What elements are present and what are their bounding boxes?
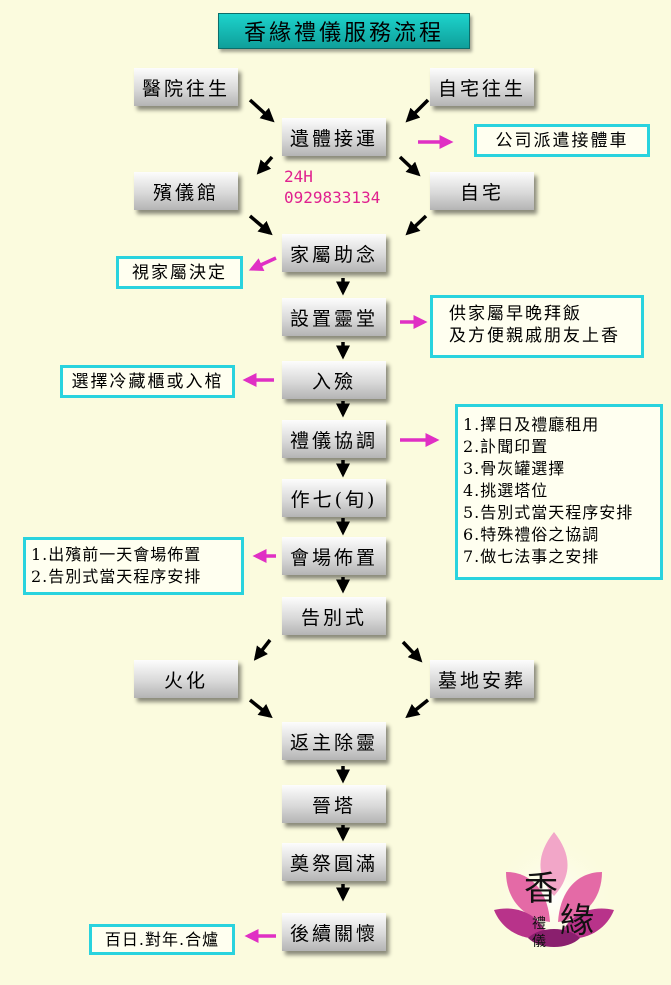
note-offering: 供家屬早晚拜飯 及方便親戚朋友上香 <box>430 295 644 358</box>
xiangyuan-lotus-logo: 香 緣 禮 儀 <box>490 832 618 962</box>
note-offering-line-1: 供家屬早晚拜飯 <box>449 304 582 324</box>
coordination-item: 5.告別式當天程序安排 <box>463 503 634 522</box>
arrow-family-to-decide <box>248 256 277 271</box>
node-coordination: 禮儀協調 <box>282 420 386 458</box>
hotline: 24H 0929833134 <box>284 166 380 208</box>
logo-char-li: 禮 <box>532 916 546 932</box>
logo-char-yuan: 緣 <box>560 901 594 941</box>
arrow-burial-to-return <box>405 698 430 719</box>
arrow-hospital-to-transport <box>248 98 275 123</box>
arrow-home-death-to-transport <box>405 98 430 123</box>
note-memorial: 百日.對年.合爐 <box>89 924 235 955</box>
node-funeral-home: 殯儀館 <box>134 172 238 210</box>
coordination-item: 4.挑選塔位 <box>463 481 549 500</box>
node-venue-setup: 會場佈置 <box>282 537 386 575</box>
node-cremation: 火化 <box>134 660 238 698</box>
arrow-farewell-to-cremation <box>253 638 272 661</box>
note-coordination-items: 1.擇日及禮廳租用 2.訃聞印置 3.骨灰罐選擇 4.挑選塔位 5.告別式當天程… <box>455 404 663 580</box>
node-return-spirit: 返主除靈 <box>282 722 386 760</box>
note-family-decide: 視家屬決定 <box>116 256 243 289</box>
hotline-phone: 0929833134 <box>284 188 381 207</box>
logo-char-xiang: 香 <box>524 869 558 909</box>
note-venue-items: 1.出殯前一天會場佈置 2.告別式當天程序安排 <box>23 537 244 595</box>
node-family-chant: 家屬助念 <box>282 234 386 272</box>
arrow-farewell-to-burial <box>401 640 423 663</box>
arrow-home-to-family <box>405 214 428 236</box>
coordination-item: 1.擇日及禮廳租用 <box>463 415 600 434</box>
hotline-label: 24H <box>284 167 313 186</box>
coordination-item: 2.訃聞印置 <box>463 437 549 456</box>
arrow-funeral-home-to-family <box>248 214 273 236</box>
node-home-death: 自宅往生 <box>430 68 534 106</box>
node-farewell: 告別式 <box>282 597 386 635</box>
coordination-item: 3.骨灰罐選擇 <box>463 459 566 478</box>
node-complete: 奠祭圓滿 <box>282 843 386 881</box>
node-burial: 墓地安葬 <box>430 660 534 698</box>
node-hospital-death: 醫院往生 <box>134 68 238 106</box>
coordination-item: 7.做七法事之安排 <box>463 547 600 566</box>
coordination-item: 6.特殊禮俗之協調 <box>463 525 600 544</box>
note-offering-line-2: 及方便親戚朋友上香 <box>449 326 620 346</box>
node-encoffin: 入殮 <box>282 361 386 399</box>
arrow-cremation-to-return <box>248 698 273 719</box>
page-title: 香緣禮儀服務流程 <box>218 13 470 49</box>
venue-item: 2.告別式當天程序安排 <box>31 567 202 586</box>
arrow-transport-to-funeral-home <box>256 155 274 175</box>
node-body-transport: 遺體接運 <box>282 118 386 156</box>
node-seventh: 作七(旬) <box>282 479 386 517</box>
node-pagoda: 晉塔 <box>282 785 386 823</box>
logo-char-yi: 儀 <box>532 934 546 950</box>
note-storage: 選擇冷藏櫃或入棺 <box>60 365 235 398</box>
note-vehicle: 公司派遣接體車 <box>474 124 650 157</box>
venue-item: 1.出殯前一天會場佈置 <box>31 545 202 564</box>
node-spirit-hall: 設置靈堂 <box>282 298 386 336</box>
node-home: 自宅 <box>430 172 534 210</box>
node-aftercare: 後續關懷 <box>282 913 386 951</box>
arrow-transport-to-home <box>398 155 421 177</box>
